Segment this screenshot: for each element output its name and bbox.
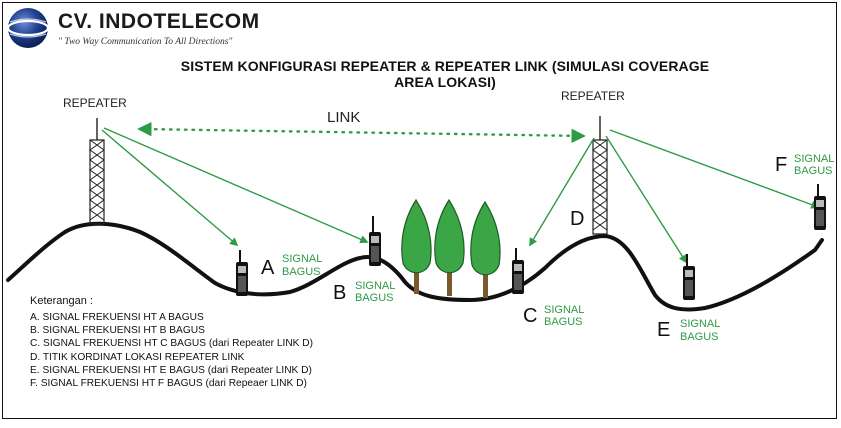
svg-text:SIGNAL: SIGNAL <box>544 304 584 316</box>
point-f-letter: F <box>775 154 787 176</box>
point-b-letter: B <box>333 282 346 304</box>
legend-box: Keterangan : A. SIGNAL FREKUENSI HT A BA… <box>30 295 313 391</box>
legend-title: Keterangan : <box>30 295 93 307</box>
svg-text:SIGNAL: SIGNAL <box>794 153 834 165</box>
svg-text:BAGUS: BAGUS <box>794 165 833 177</box>
tree-icon <box>470 200 501 298</box>
signal-arrow-a <box>101 129 239 247</box>
link-dotted-arrow <box>137 121 586 144</box>
signal-arrow-c <box>529 137 595 247</box>
signal-arrows <box>101 127 820 264</box>
tree-icon <box>401 198 432 294</box>
right-repeater-tower-icon <box>592 116 608 235</box>
radio-c-icon <box>512 248 524 294</box>
svg-text:BAGUS: BAGUS <box>544 316 583 328</box>
point-d-letter: D <box>570 208 584 230</box>
legend-item-b: B. SIGNAL FREKUENSI HT B BAGUS <box>30 325 205 337</box>
signal-label-f: SIGNAL BAGUS <box>794 153 834 177</box>
signal-label-b: SIGNAL BAGUS <box>355 280 395 304</box>
radio-b-icon <box>369 216 381 266</box>
signal-arrow-f <box>609 129 820 209</box>
radio-f-icon <box>814 184 826 230</box>
trees <box>401 198 501 298</box>
company-tagline: " Two Way Communication To All Direction… <box>58 37 233 47</box>
company-name: CV. INDOTELECOM <box>58 10 260 33</box>
left-repeater-tower-icon <box>89 118 105 225</box>
signal-label-e: SIGNAL BAGUS <box>680 318 720 343</box>
svg-text:SIGNAL: SIGNAL <box>680 318 720 330</box>
svg-text:SIGNAL: SIGNAL <box>282 253 322 265</box>
signal-label-a: SIGNAL BAGUS <box>282 253 322 278</box>
point-a-letter: A <box>261 257 275 279</box>
radio-e-icon <box>683 254 695 300</box>
signal-label-c: SIGNAL BAGUS <box>544 304 584 328</box>
tree-icon <box>434 198 465 296</box>
signal-arrow-e <box>605 135 687 264</box>
repeater-right-label: REPEATER <box>561 89 625 103</box>
point-c-letter: C <box>523 305 537 327</box>
signal-arrow-b <box>103 127 369 244</box>
legend-item-f: F. SIGNAL FREKUENSI HT F BAGUS (dari Rep… <box>30 377 307 389</box>
legend-item-a: A. SIGNAL FREKUENSI HT A BAGUS <box>30 312 204 323</box>
svg-text:BAGUS: BAGUS <box>355 292 394 304</box>
legend-item-c: C. SIGNAL FREKUENSI HT C BAGUS (dari Rep… <box>30 338 314 350</box>
terrain-ground <box>6 221 824 312</box>
svg-text:BAGUS: BAGUS <box>680 331 719 343</box>
radio-a-icon <box>236 250 248 296</box>
legend-item-d: D. TITIK KORDINAT LOKASI REPEATER LINK <box>30 351 245 363</box>
repeater-left-label: REPEATER <box>63 96 127 110</box>
legend-item-e: E. SIGNAL FREKUENSI HT E BAGUS (dari Rep… <box>30 364 312 376</box>
svg-text:BAGUS: BAGUS <box>282 266 321 278</box>
svg-text:SIGNAL: SIGNAL <box>355 280 395 292</box>
point-e-letter: E <box>657 319 670 341</box>
diagram-title: SISTEM KONFIGURASI REPEATER & REPEATER L… <box>180 58 710 90</box>
link-label: LINK <box>327 109 360 126</box>
company-logo-icon <box>6 8 50 48</box>
